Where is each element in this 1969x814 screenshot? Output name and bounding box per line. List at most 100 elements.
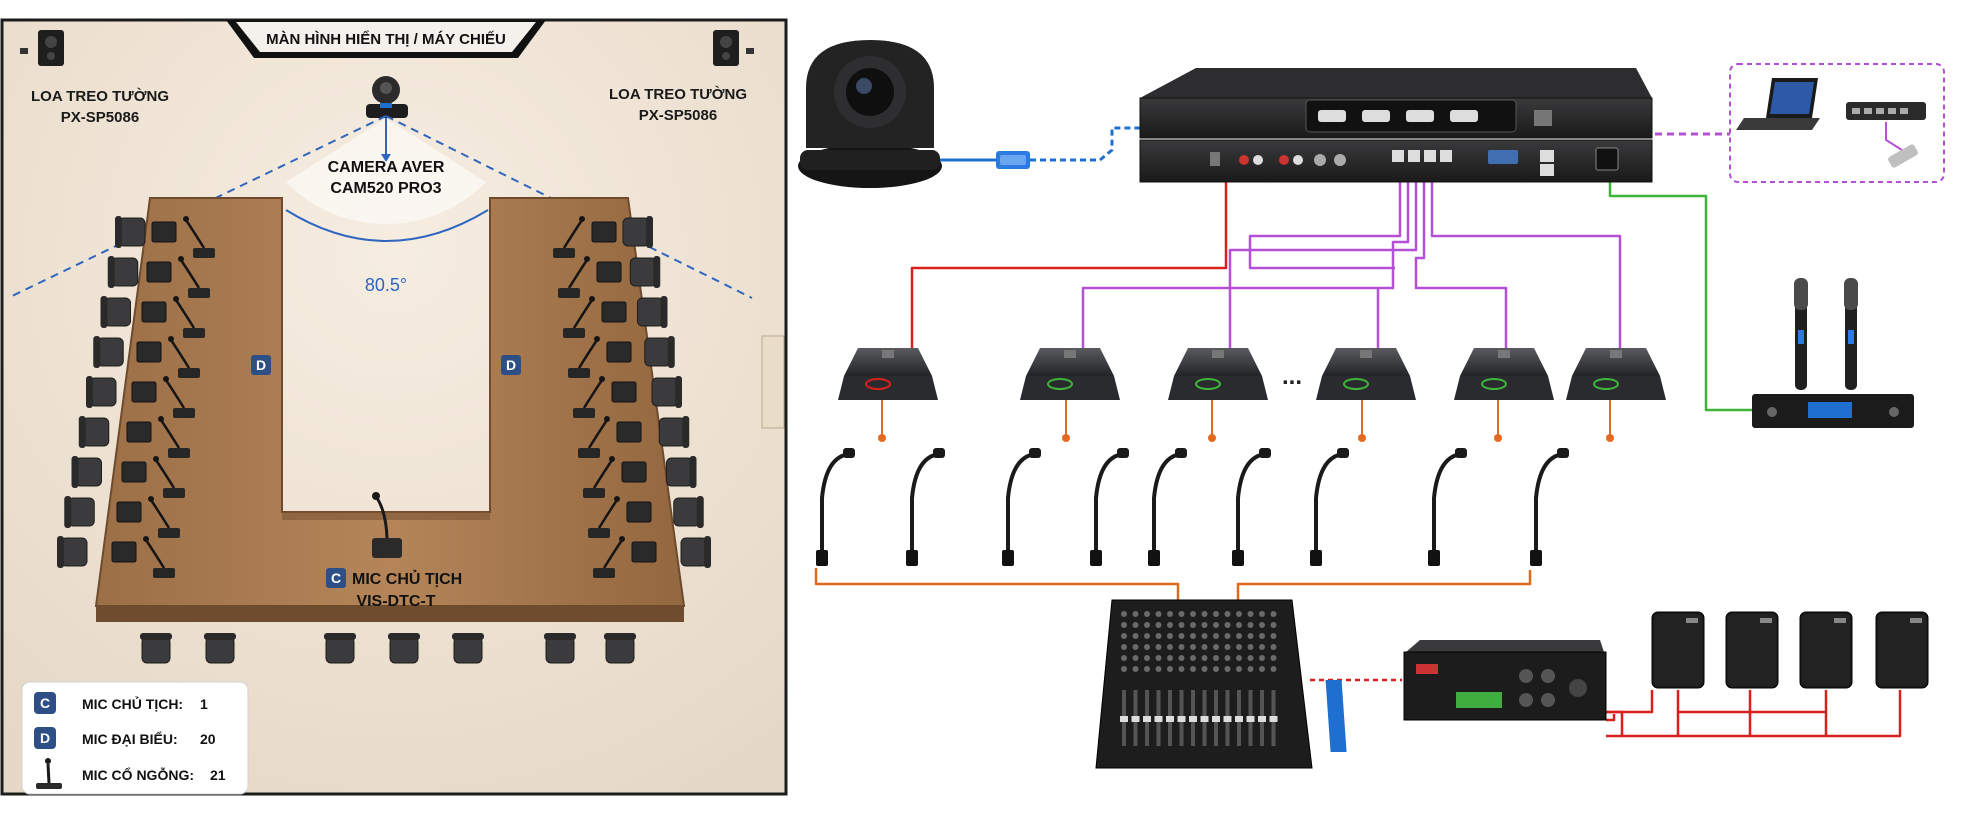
speaker-left-icon bbox=[20, 30, 64, 66]
ptz-camera-icon bbox=[798, 40, 942, 188]
svg-text:D: D bbox=[40, 730, 50, 746]
desk-mic-unit bbox=[141, 296, 205, 338]
delegate-unit-icon bbox=[1168, 348, 1268, 400]
chair bbox=[651, 376, 682, 408]
chair bbox=[93, 336, 124, 368]
chair bbox=[629, 256, 661, 288]
svg-text:D: D bbox=[256, 357, 266, 373]
svg-text:D: D bbox=[506, 357, 516, 373]
camera-top-icon bbox=[366, 76, 408, 118]
chair bbox=[666, 456, 697, 488]
chairman-label-line1: MIC CHỦ TỊCH bbox=[352, 569, 462, 588]
desk-mic-unit bbox=[131, 376, 195, 418]
chair bbox=[658, 416, 690, 448]
svg-text:20: 20 bbox=[200, 731, 216, 747]
chair bbox=[452, 633, 484, 664]
gooseneck-mic-icon bbox=[1148, 448, 1187, 566]
legend-box bbox=[21, 681, 249, 795]
legend-item-delegate: D MIC ĐẠI BIỂU: 20 bbox=[34, 727, 216, 749]
gooseneck-mic-icon bbox=[1310, 448, 1349, 566]
gooseneck-mic-icon bbox=[1530, 448, 1569, 566]
chair bbox=[622, 216, 653, 248]
svg-text:C: C bbox=[40, 695, 50, 711]
gooseneck-mic-icon bbox=[1090, 448, 1129, 566]
room-plan: MÀN HÌNH HIỂN THỊ / MÁY CHIẾU LOA TREO T… bbox=[0, 18, 788, 796]
network-peripherals bbox=[1729, 63, 1945, 183]
fov-line-right bbox=[385, 115, 753, 299]
wireless-mic-set-icon bbox=[1752, 278, 1914, 428]
desk-mic-unit bbox=[563, 296, 627, 338]
fov-arc bbox=[285, 209, 489, 242]
pa-speaker-icon bbox=[1725, 611, 1779, 689]
room-door bbox=[761, 335, 785, 429]
central-control-unit bbox=[1139, 68, 1653, 183]
chair bbox=[680, 536, 711, 568]
chair bbox=[57, 536, 88, 568]
chairman-unit-icon bbox=[838, 348, 938, 400]
conference-units bbox=[838, 348, 1666, 442]
gooseneck-mic-icon bbox=[816, 448, 855, 566]
gooseneck-mics bbox=[816, 448, 1569, 566]
wire-wireless-mic bbox=[1608, 180, 1752, 412]
wire-delegate-4 bbox=[1430, 178, 1622, 350]
pa-speakers bbox=[1651, 611, 1929, 689]
desk-mic-unit bbox=[146, 256, 210, 298]
wire-mics-mixer-right bbox=[1236, 570, 1532, 604]
camera-fov-area bbox=[286, 118, 486, 225]
gooseneck-mic-icon bbox=[1428, 448, 1467, 566]
speaker-left-line1: LOA TREO TƯỜNG bbox=[31, 87, 169, 105]
chair bbox=[115, 216, 146, 248]
gooseneck-mic-icon bbox=[36, 758, 62, 789]
chair bbox=[637, 296, 668, 328]
delegate-badge-left: D bbox=[251, 355, 271, 375]
power-amplifier-icon bbox=[1403, 640, 1607, 721]
wire-chairman-unit bbox=[910, 180, 1228, 350]
wire-mics-mixer-left bbox=[814, 568, 1180, 604]
system-diagram: ... bbox=[798, 40, 1945, 769]
u-shaped-table bbox=[94, 197, 686, 622]
desk-mic-unit bbox=[558, 256, 622, 298]
desk-mic-unit bbox=[583, 456, 647, 498]
usb-adapter-icon bbox=[996, 151, 1030, 169]
legend-item-chairman: C MIC CHỦ TỊCH: 1 bbox=[34, 692, 208, 714]
delegate-unit-icon bbox=[1454, 348, 1554, 400]
delegate-unit-icon bbox=[1566, 348, 1666, 400]
svg-text:MIC CHỦ TỊCH:: MIC CHỦ TỊCH: bbox=[82, 695, 183, 712]
desk-mic-unit bbox=[588, 496, 652, 538]
chair bbox=[604, 633, 636, 664]
speaker-right-line2: PX-SP5086 bbox=[639, 107, 717, 124]
desk-mic-unit bbox=[568, 336, 632, 378]
gooseneck-mic-icon bbox=[1002, 448, 1041, 566]
pa-speaker-icon bbox=[1651, 611, 1705, 689]
chairman-label-line2: VIS-DTC-T bbox=[356, 593, 435, 610]
screen-banner: MÀN HÌNH HIỂN THỊ / MÁY CHIẾU bbox=[226, 20, 546, 58]
chair bbox=[673, 496, 704, 528]
chair bbox=[140, 633, 172, 664]
chair bbox=[388, 633, 420, 664]
desk-mic-unit bbox=[573, 376, 637, 418]
delegate-unit-icon bbox=[1316, 348, 1416, 400]
legend: C MIC CHỦ TỊCH: 1 D MIC ĐẠI BIỂU: 20 MIC… bbox=[21, 681, 249, 795]
wire-delegate-3 bbox=[1414, 178, 1508, 350]
chair bbox=[107, 256, 139, 288]
wire-camera-network bbox=[1030, 126, 1140, 162]
pa-speaker-icon bbox=[1799, 611, 1853, 689]
chair bbox=[78, 416, 110, 448]
svg-text:1: 1 bbox=[200, 696, 208, 712]
svg-text:21: 21 bbox=[210, 767, 226, 783]
chair bbox=[64, 496, 95, 528]
desk-mic-unit bbox=[151, 216, 215, 258]
desk-mic-unit bbox=[553, 216, 617, 258]
svg-text:C: C bbox=[331, 570, 341, 586]
svg-text:MIC CỔ NGỖNG:: MIC CỔ NGỖNG: bbox=[82, 766, 194, 783]
camera-label-line1: CAMERA AVER bbox=[328, 159, 445, 176]
chair bbox=[324, 633, 356, 664]
usb-dongle-icon bbox=[1888, 144, 1918, 168]
desk-mic-unit bbox=[126, 416, 190, 458]
network-switch-icon bbox=[1846, 102, 1926, 120]
chairman-badge: C bbox=[326, 568, 346, 588]
chair bbox=[544, 633, 576, 664]
legend-item-gooseneck: MIC CỔ NGỖNG: 21 bbox=[36, 758, 226, 789]
desk-mic-unit bbox=[121, 456, 185, 498]
